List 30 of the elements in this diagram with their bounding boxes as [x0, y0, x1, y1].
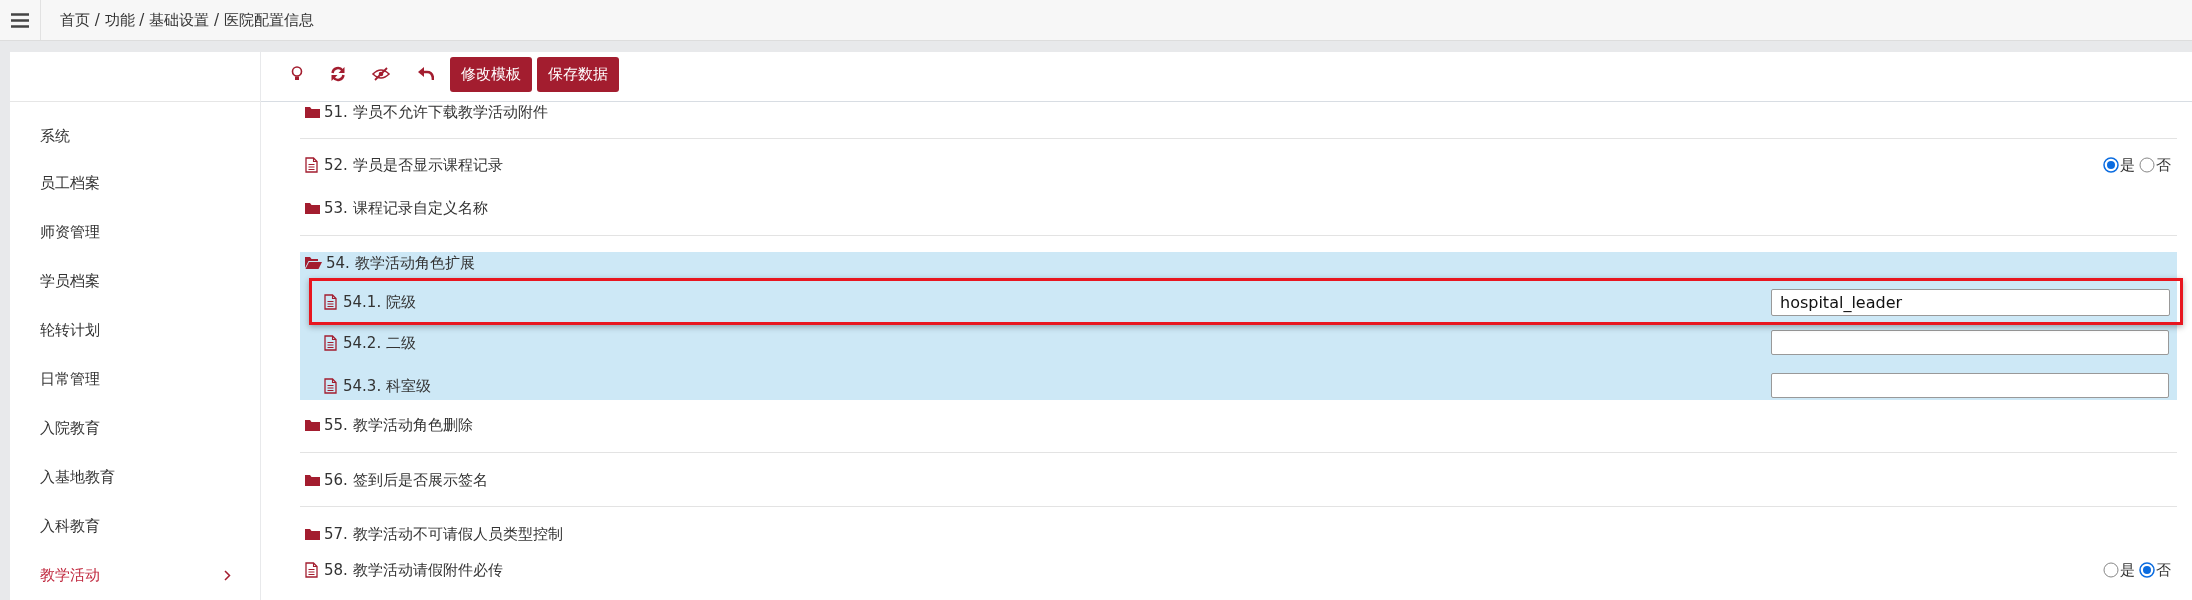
menu-item: 入院教育 [40, 418, 100, 438]
setting-item: 55. 教学活动角色删除 [324, 415, 473, 435]
radio-label: 否 [2156, 560, 2171, 580]
radio-label: 否 [2156, 155, 2171, 175]
menu-item: 轮转计划 [40, 320, 100, 340]
setting-item: 54.3. 科室级 [343, 376, 431, 396]
setting-item: 58. 教学活动请假附件必传 [324, 560, 503, 580]
group-heading: 54. 教学活动角色扩展 [326, 253, 475, 273]
active-menu-item: 教学活动 [40, 565, 100, 585]
menu-item: 入基地教育 [40, 467, 115, 487]
menu-item: 员工档案 [40, 173, 100, 193]
setting-item: 57. 教学活动不可请假人员类型控制 [324, 524, 563, 544]
menu-item: 学员档案 [40, 271, 100, 291]
edit-template-button: 修改模板 [450, 57, 532, 92]
radio-label: 是 [2120, 155, 2135, 175]
setting-item: 52. 学员是否显示课程记录 [324, 155, 503, 175]
setting-item: 54.1. 院级 [343, 292, 416, 312]
setting-item: 53. 课程记录自定义名称 [324, 198, 488, 218]
setting-item: 54.2. 二级 [343, 333, 416, 353]
menu-item: 系统 [40, 126, 70, 146]
menu-item: 日常管理 [40, 369, 100, 389]
setting-item: 56. 签到后是否展示签名 [324, 470, 488, 490]
breadcrumb: 首页 / 功能 / 基础设置 / 医院配置信息 [60, 10, 314, 30]
highlight-frame [309, 278, 2183, 325]
input-field: hospital_leader [1771, 289, 2170, 316]
radio-label: 是 [2120, 560, 2135, 580]
setting-item: 51. 学员不允许下载教学活动附件 [324, 102, 548, 122]
menu-item: 入科教育 [40, 516, 100, 536]
menu-item: 师资管理 [40, 222, 100, 242]
save-data-button: 保存数据 [537, 57, 619, 92]
